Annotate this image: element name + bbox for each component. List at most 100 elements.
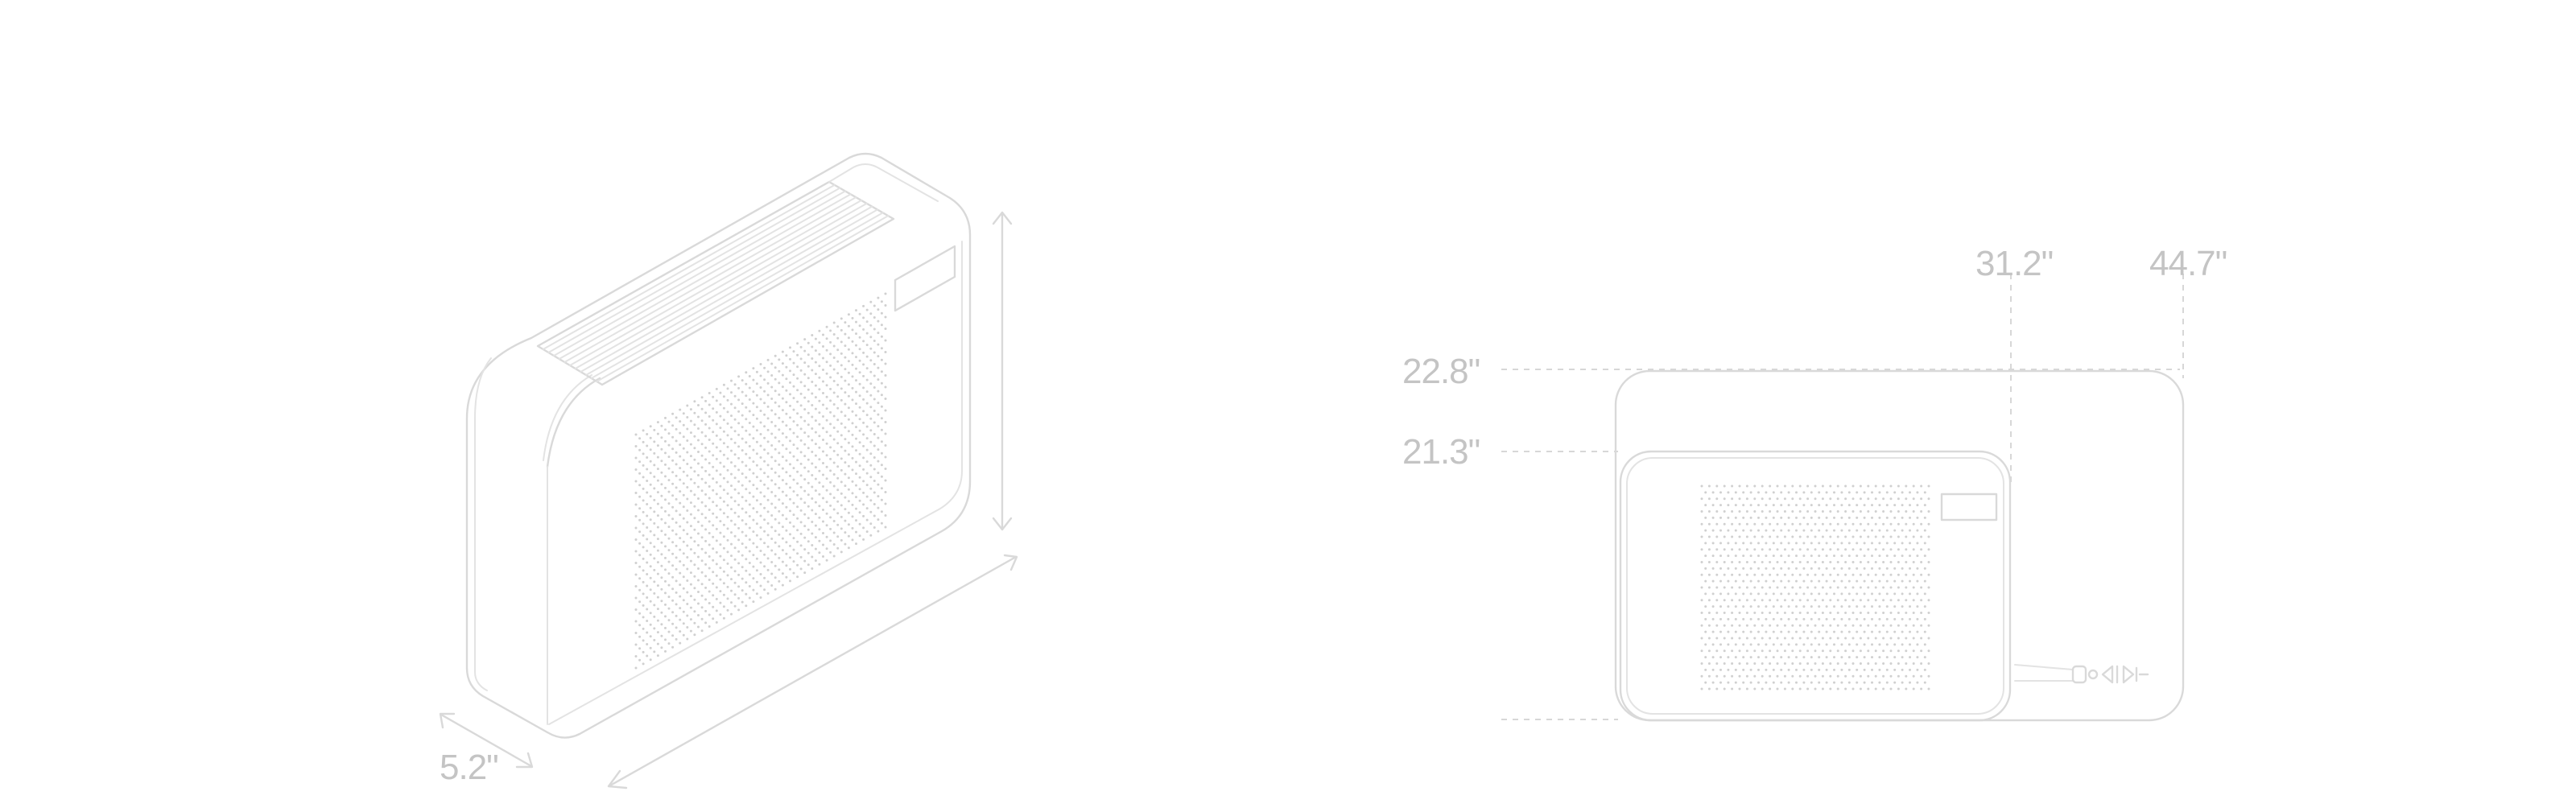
grille-dot [1814,649,1817,653]
grille-dot [1825,643,1828,646]
grille-dot [1829,599,1832,602]
grille-dot [1798,624,1802,627]
grille-dot [646,503,649,505]
grille-dot [1806,484,1810,488]
grille-dot [737,433,741,436]
grille-dot [1916,542,1919,545]
grille-dot [656,608,659,611]
grille-dot [700,617,704,620]
grille-dot [700,396,704,399]
grille-dot [1856,554,1859,558]
grille-dot [722,616,725,620]
grille-dot [774,517,777,521]
grille-dot [799,439,803,442]
grille-dot [1780,504,1783,507]
grille-dot [1840,656,1843,659]
grille-dot [1821,484,1824,488]
grille-dot [634,538,638,541]
grille-dot [1772,592,1775,596]
grille-dot [1757,681,1760,684]
grille-dot [763,506,766,509]
grille-dot [873,386,876,389]
grille-dot [745,394,748,398]
grille-dot [763,436,766,439]
grille-dot [862,351,865,354]
grille-dot [682,423,685,427]
grille-dot [1916,491,1919,494]
grille-dot [1840,681,1843,684]
grille-dot [686,439,689,442]
grille-dot [722,512,725,515]
grille-dot [656,549,659,552]
grille-dot [1798,649,1802,653]
grille-dot [844,332,847,336]
grille-dot [818,551,821,554]
grille-dot [708,602,711,604]
grille-dot [715,387,718,390]
grille-dot [858,511,861,514]
grille-dot [1847,567,1851,570]
grille-dot [1927,586,1930,589]
grille-dot [1795,567,1798,570]
grille-dot [1727,643,1730,646]
grille-dot [653,568,656,571]
grille-dot [858,522,861,526]
grille-dot [1749,542,1752,545]
grille-dot [1901,529,1904,532]
grille-dot [752,472,755,475]
grille-dot [781,572,784,575]
grille-dot [799,415,803,418]
grille-dot [1802,630,1806,633]
grille-dot [799,521,803,524]
grille-dot [818,446,821,449]
grille-dot [1829,637,1832,640]
grille-dot [1791,497,1794,501]
grille-dot [704,423,708,426]
grille-dot [1798,522,1802,526]
grille-dot [1707,548,1711,551]
grille-dot [697,485,700,489]
grille-dot [671,517,675,521]
grille-dot [763,378,766,381]
grille-dot [1798,484,1802,488]
grille-dot [1871,617,1873,620]
grille-dot [836,348,840,352]
grille-dot [1874,484,1877,488]
grille-dot [1791,561,1794,563]
grille-dot [752,378,755,381]
grille-dot [700,443,704,446]
grille-dot [693,551,696,554]
grille-dot [1833,681,1835,684]
grille-dot [792,490,795,493]
grille-dot [1731,599,1734,602]
grille-dot [880,405,883,408]
grille-dot [748,445,751,447]
grille-dot [844,321,847,324]
grille-dot [796,412,799,415]
grille-dot [1783,637,1786,640]
grille-dot [722,605,725,608]
grille-dot [789,381,791,384]
grille-dot [1840,643,1843,646]
grille-dot [1818,491,1821,494]
grille-dot [1715,497,1719,501]
grille-dot [667,596,671,599]
grille-dot [634,608,638,611]
grille-dot [704,551,708,554]
grille-dot [1874,497,1877,501]
grille-dot [1802,656,1806,659]
grille-dot [634,632,638,634]
grille-dot [1920,599,1923,602]
grille-dot [671,529,675,532]
grille-dot [825,454,828,457]
grille-dot [1825,554,1828,558]
grille-dot [679,618,682,621]
grille-dot [719,578,722,581]
grille-dot [770,514,774,517]
grille-dot [1818,592,1821,596]
grille-dot [799,544,803,547]
grille-dot [1731,535,1734,538]
grille-dot [785,424,788,427]
grille-dot [649,623,652,626]
grille-dot [1734,630,1737,633]
